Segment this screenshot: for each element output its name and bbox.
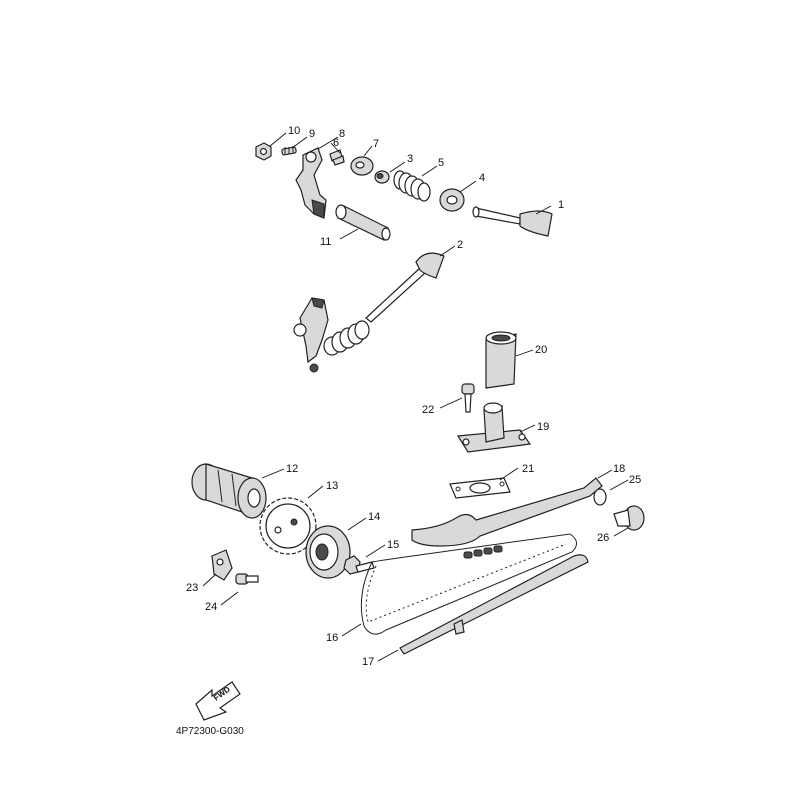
part-24-bolt xyxy=(235,573,259,585)
callout-22: 22 xyxy=(422,404,434,416)
callout-23: 23 xyxy=(186,582,198,594)
part-21-gasket xyxy=(449,477,511,499)
callout-25: 25 xyxy=(629,474,641,486)
callout-2: 2 xyxy=(457,239,463,251)
fwd-arrow: FWD xyxy=(195,681,241,721)
part-12-camshaft xyxy=(191,463,267,519)
callout-21: 21 xyxy=(522,463,534,475)
callout-1: 1 xyxy=(558,199,564,211)
part-8-rocker-arm xyxy=(295,147,327,219)
callout-14: 14 xyxy=(368,511,380,523)
part-25-o-ring xyxy=(593,488,607,506)
part-rocker-assembly xyxy=(293,297,370,373)
part-2-valve xyxy=(365,252,445,323)
callout-18: 18 xyxy=(613,463,625,475)
callout-3: 3 xyxy=(407,153,413,165)
callout-10: 10 xyxy=(288,125,300,137)
part-16-cam-chain xyxy=(360,533,577,635)
part-10-nut xyxy=(255,142,272,161)
part-14-plate xyxy=(305,525,351,579)
callout-16: 16 xyxy=(326,632,338,644)
part-15-bolt xyxy=(343,555,375,575)
part-17-chain-guide xyxy=(399,554,589,655)
callout-15: 15 xyxy=(387,539,399,551)
part-9-screw xyxy=(281,146,297,156)
callout-5: 5 xyxy=(438,157,444,169)
part-23-stopper xyxy=(211,549,233,581)
callout-20: 20 xyxy=(535,344,547,356)
part-6-valve-cotters xyxy=(329,149,345,166)
part-1-valve xyxy=(472,206,553,237)
diagram-code: 4P72300-G030 xyxy=(176,726,244,737)
part-22-bolt xyxy=(461,383,475,413)
part-18-chain-guide xyxy=(411,477,603,547)
chain-links xyxy=(463,545,503,559)
part-26-guide-pin xyxy=(613,505,645,531)
part-5-valve-spring xyxy=(393,170,431,202)
part-7-spring-retainer xyxy=(350,156,374,176)
callout-26: 26 xyxy=(597,532,609,544)
callout-7: 7 xyxy=(373,138,379,150)
part-13-cam-sprocket xyxy=(259,497,317,555)
callout-19: 19 xyxy=(537,421,549,433)
callout-4: 4 xyxy=(479,172,485,184)
callout-24: 24 xyxy=(205,601,217,613)
part-20-tensioner-cap xyxy=(485,331,517,389)
callout-labels: 1 2 3 4 5 6 7 8 9 10 11 12 13 14 15 16 1… xyxy=(186,125,641,668)
leader-lines xyxy=(202,132,629,662)
callout-17: 17 xyxy=(362,656,374,668)
callout-9: 9 xyxy=(309,128,315,140)
callout-13: 13 xyxy=(326,480,338,492)
callout-8: 8 xyxy=(339,128,345,140)
part-4-spring-seat xyxy=(439,188,465,212)
part-3-valve-seal xyxy=(374,170,390,184)
part-19-tensioner-body xyxy=(456,402,532,453)
callout-12: 12 xyxy=(286,463,298,475)
callout-6: 6 xyxy=(333,137,339,149)
part-11-rocker-shaft xyxy=(335,204,391,241)
callout-11: 11 xyxy=(320,236,331,248)
